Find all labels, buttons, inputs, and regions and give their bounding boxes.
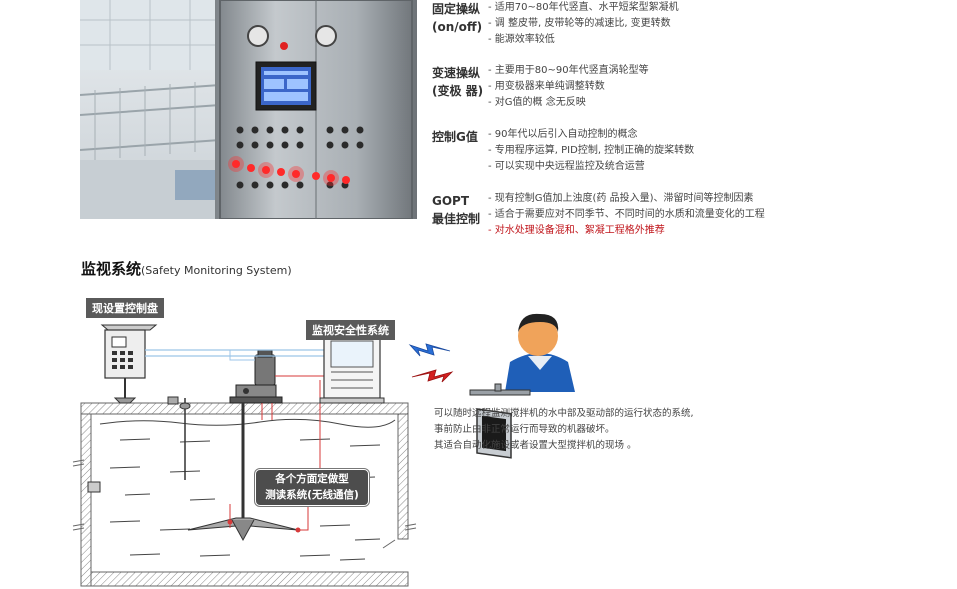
control-cabinet-photo [80,0,417,219]
spec-label-line: 最佳控制 [432,212,481,226]
measurement-system-callout: 各个方面定做型 测读系统(无线通信) [255,469,369,506]
spec-item: - 调 整皮带, 皮带轮等的减速比, 变更转数 [488,18,671,29]
tank-left-wall [80,413,92,587]
section-title-main: 监视系统 [81,260,142,278]
spec-item: - 90年代以后引入自动控制的概念 [488,129,638,140]
spec-item: - 适用70~80年代竖直、水平短桨型絮凝机 [488,2,679,13]
mixer-drive-unit [229,349,283,404]
section-title: 监视系统(Safety Monitoring System) [81,258,292,279]
wireless-signal-blue [408,343,451,357]
monitoring-system-tag: 监视安全性系统 [306,320,395,340]
spec-list-fixed: - 适用70~80年代竖直、水平短桨型絮凝机 - 调 整皮带, 皮带轮等的减速比… [488,0,679,48]
description-line: 其适合自动化施设或者设置大型搅拌机的现场 。 [434,440,637,451]
description-line: 事前防止由非正常运行而导致的机器破坏。 [434,424,615,435]
spec-list-variable: - 主要用于80~90年代竖直涡轮型等 - 用变极器来单纯调整转数 - 对G值的… [488,63,649,111]
spec-item: - 主要用于80~90年代竖直涡轮型等 [488,65,649,76]
spec-list-g-value: - 90年代以后引入自动控制的概念 - 专用程序运算, PID控制, 控制正确的… [488,127,694,175]
field-panel-tag: 现设置控制盘 [86,298,164,318]
remote-operator-icon [469,313,575,459]
spec-label-line: 固定操纵 [432,2,481,16]
spec-label-line: (变极 器) [432,84,484,98]
system-description: 可以随时远程监测搅拌机的水中部及驱动部的运行状态的系统, 事前防止由非正常运行而… [434,406,694,454]
callout-line: 测读系统(无线通信) [265,489,359,501]
spec-item-highlight: - 对水处理设备混和、絮凝工程格外推荐 [488,225,665,236]
spec-item: - 对G值的概 念无反映 [488,97,586,108]
monitoring-system-cabinet [319,334,385,404]
spec-item: - 用变极器来单纯调整转数 [488,81,605,92]
spec-item: - 可以实现中央远程监控及统合运营 [488,161,645,172]
spec-item: - 现有控制G值加上浊度(药 品投入量)、滞留时间等控制因素 [488,193,754,204]
spec-label-line: 变速操纵 [432,66,481,80]
callout-line: 各个方面定做型 [275,473,349,485]
spec-item: - 能源效率较低 [488,34,555,45]
spec-label-g-value: 控制G值 [432,128,478,146]
spec-item: - 专用程序运算, PID控制, 控制正确的旋桨转数 [488,145,695,156]
section-title-subtitle: (Safety Monitoring System) [141,264,292,277]
spec-label-line: 控制G值 [432,130,478,144]
tank-right-wall [397,413,409,540]
field-control-panel [100,324,158,404]
tank-floor [90,571,409,587]
spec-item: - 适合于需要应对不同季节、不同时间的水质和流量变化的工程 [488,209,765,220]
description-line: 可以随时远程监测搅拌机的水中部及驱动部的运行状态的系统, [434,408,694,419]
spec-label-line: GOPT [432,194,470,208]
spec-label-fixed: 固定操纵 (on/off) [432,0,482,36]
spec-label-gopt: GOPT 最佳控制 [432,192,480,228]
spec-label-line: (on/off) [432,20,483,34]
spec-list-gopt: - 现有控制G值加上浊度(药 品投入量)、滞留时间等控制因素 - 适合于需要应对… [488,191,765,239]
wireless-signal-red [411,369,454,383]
spec-label-variable: 变速操纵 (变极 器) [432,64,483,100]
